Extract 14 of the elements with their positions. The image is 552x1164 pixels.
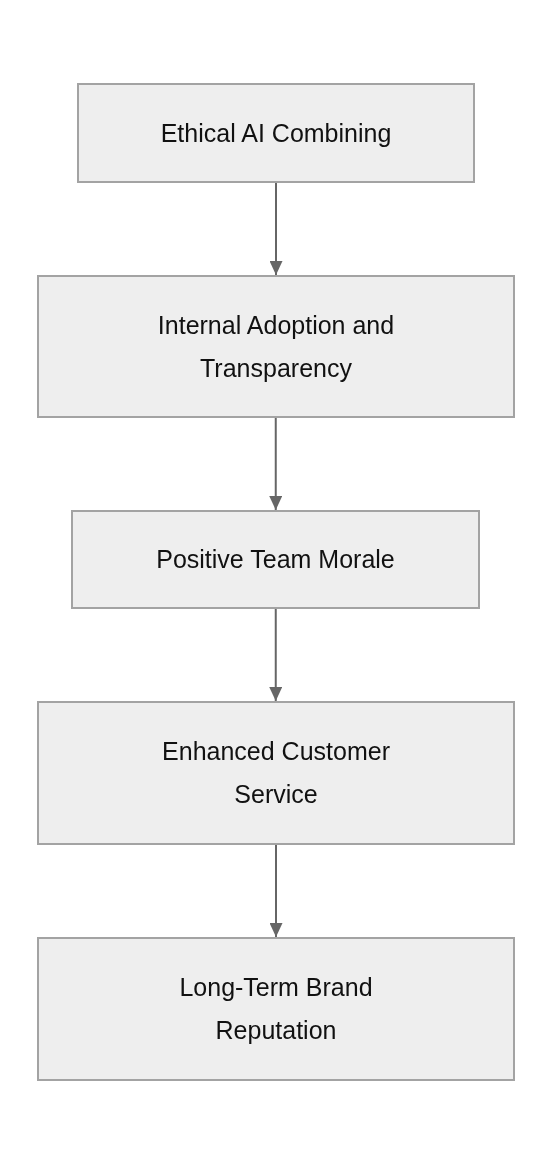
process-box [37, 275, 515, 418]
box-label: Enhanced Customer Service [161, 736, 391, 810]
box-label: Long-Term Brand Reputation [178, 972, 374, 1046]
arrow [269, 182, 283, 276]
box-label: Positive Team Morale [156, 544, 395, 575]
process-box [71, 510, 480, 609]
process-box [37, 937, 515, 1081]
arrow [269, 417, 283, 511]
box-label: Ethical AI Combining [160, 117, 392, 149]
arrow [269, 608, 283, 702]
arrow [269, 844, 283, 938]
process-box [77, 83, 475, 183]
box-label: Internal Adoption and Transparency [156, 309, 396, 384]
process-box [37, 701, 515, 845]
